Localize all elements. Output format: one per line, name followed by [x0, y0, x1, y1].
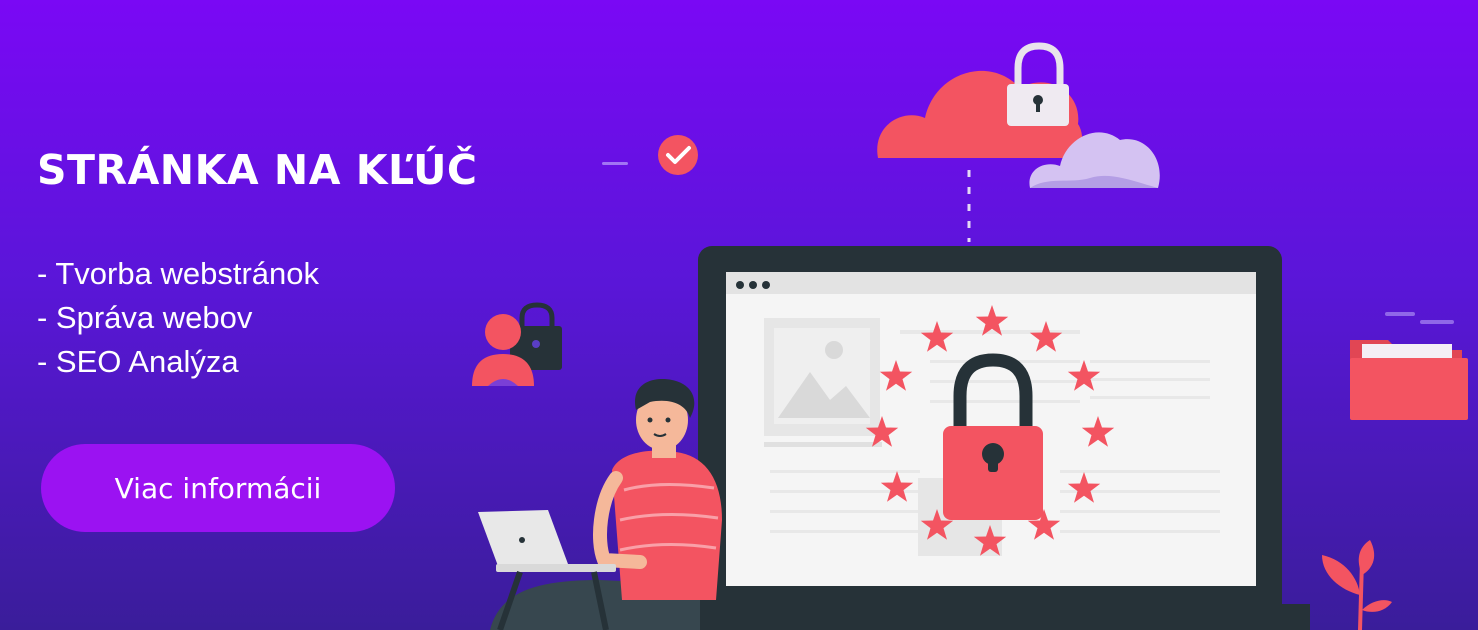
cloud-lock-icon [877, 42, 1083, 242]
page-title: STRÁNKA NA KĽÚČ [37, 146, 478, 194]
star-icon [920, 509, 954, 540]
small-cloud-icon [1029, 132, 1160, 188]
stars-ring [865, 305, 1115, 556]
star-icon [1067, 472, 1101, 503]
star-icon [973, 525, 1007, 556]
star-icon [1067, 360, 1101, 391]
star-icon [880, 471, 914, 502]
star-icon [975, 305, 1009, 336]
services-list: - Tvorba webstránok - Správa webov - SEO… [37, 252, 319, 384]
star-icon [920, 321, 954, 352]
check-badge-icon [658, 135, 698, 175]
plant-icon [1322, 540, 1392, 630]
star-icon [879, 360, 913, 391]
star-icon [1081, 416, 1115, 447]
star-icon [865, 416, 899, 447]
more-info-button[interactable]: Viac informácii [41, 444, 395, 532]
user-lock-icon [472, 302, 562, 386]
star-icon [1029, 321, 1063, 352]
person-illustration [478, 379, 722, 630]
folder-icon [1350, 340, 1468, 420]
service-item-seo-analysis: - SEO Analýza [37, 344, 239, 379]
padlock-icon [943, 353, 1043, 520]
service-item-web-management: - Správa webov [37, 300, 253, 335]
star-icon [1027, 509, 1061, 540]
service-item-web-creation: - Tvorba webstránok [37, 256, 319, 291]
